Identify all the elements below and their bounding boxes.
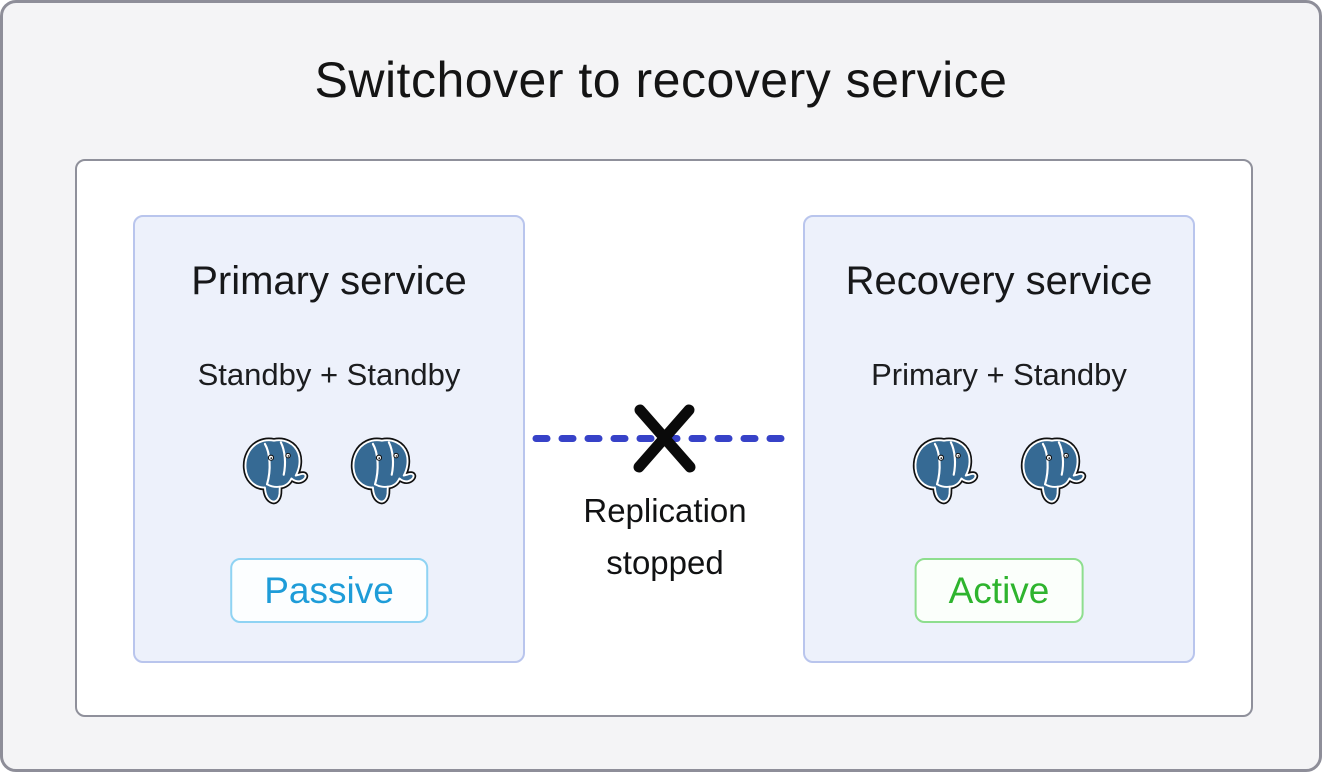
database-icons-row bbox=[805, 435, 1193, 507]
service-title: Recovery service bbox=[845, 259, 1153, 303]
status-badge-passive: Passive bbox=[230, 558, 428, 623]
service-subtitle: Primary + Standby bbox=[871, 357, 1127, 392]
database-icons-row bbox=[135, 435, 523, 507]
postgresql-elephant-icon bbox=[349, 435, 417, 507]
diagram-title: Switchover to recovery service bbox=[314, 52, 1008, 108]
service-title: Primary service bbox=[191, 259, 467, 303]
postgresql-elephant-icon bbox=[911, 435, 979, 507]
status-badge-active: Active bbox=[914, 558, 1084, 623]
service-subtitle: Standby + Standby bbox=[197, 357, 461, 392]
replication-label-line1: Replication bbox=[583, 492, 747, 529]
postgresql-elephant-icon bbox=[1019, 435, 1087, 507]
postgresql-elephant-icon bbox=[241, 435, 309, 507]
x-cross-icon bbox=[633, 404, 696, 473]
service-card-recovery: Recovery service Primary + Standby Activ… bbox=[803, 215, 1195, 663]
replication-label: Replication stopped bbox=[531, 485, 799, 589]
service-card-primary: Primary service Standby + Standby Passiv… bbox=[133, 215, 525, 663]
replication-label-line2: stopped bbox=[606, 544, 724, 581]
